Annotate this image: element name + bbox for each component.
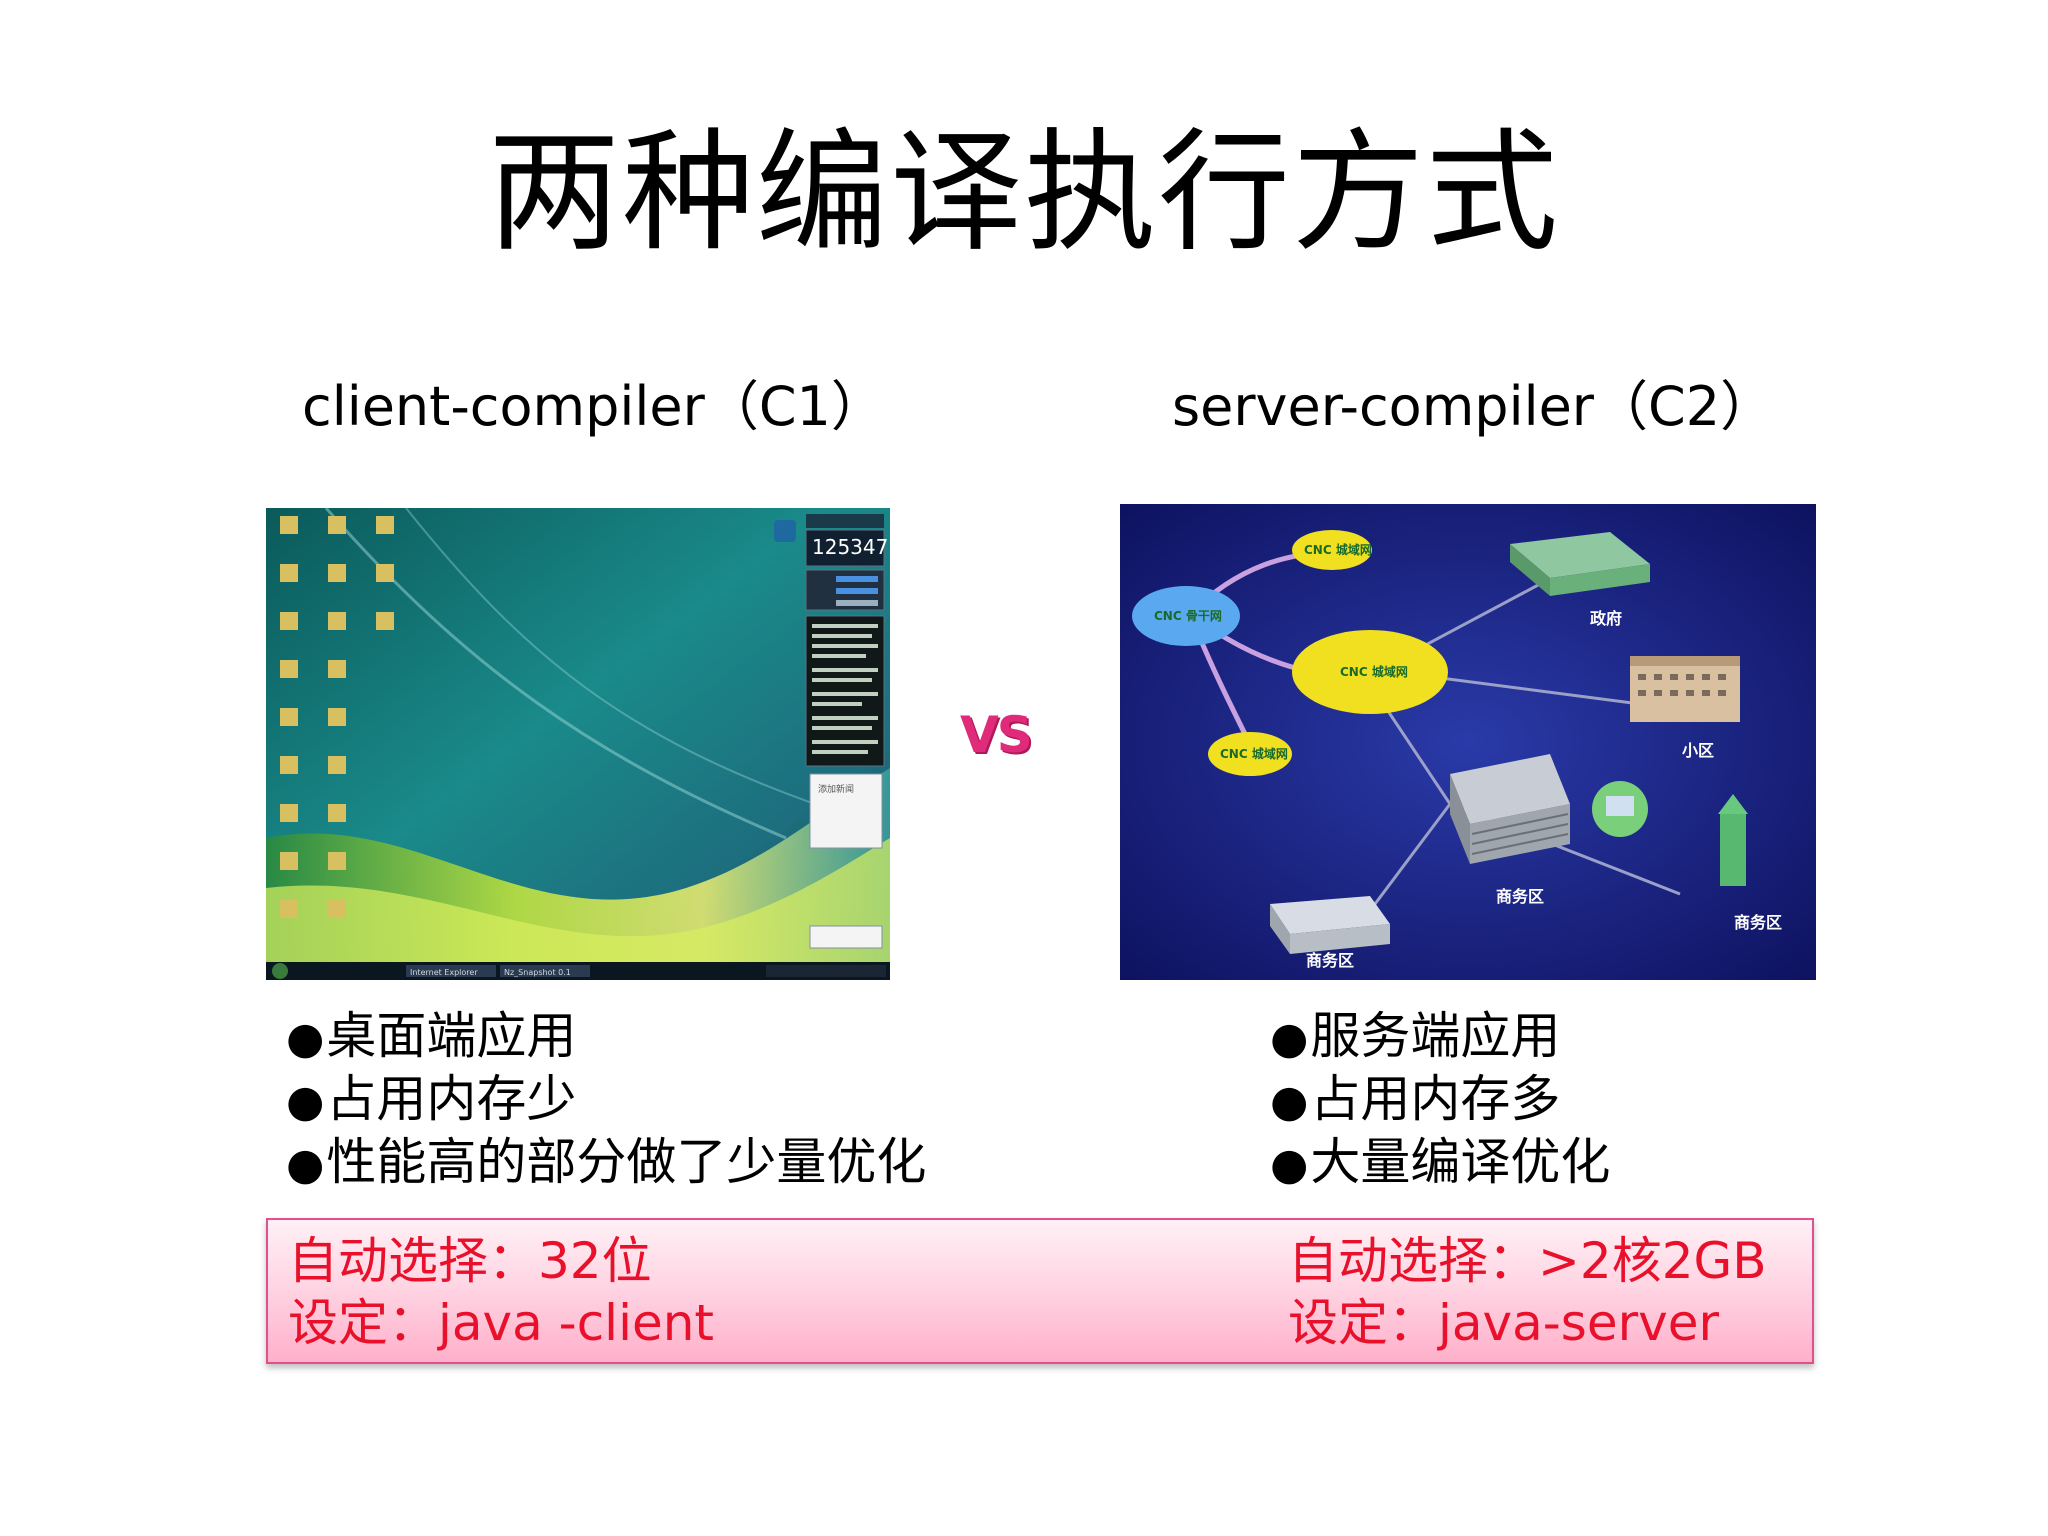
sidebar-note-text: 添加新闻 <box>818 783 854 795</box>
bullet-dot: ● <box>1270 1139 1309 1190</box>
clock-readout: 125347 <box>812 535 888 559</box>
bullet-text: 占用内存少 <box>326 1070 577 1128</box>
label-business-3: 商务区 <box>1306 951 1354 970</box>
cloud-bottom: CNC 城域网 <box>1208 732 1292 776</box>
bullet-text: 占用内存多 <box>1310 1070 1561 1128</box>
mall-building-icon <box>1270 896 1390 954</box>
office-building-icon <box>1450 754 1570 864</box>
list-item: ●桌面端应用 <box>286 1006 926 1069</box>
list-item: ●服务端应用 <box>1270 1006 1610 1069</box>
tower-building-icon <box>1718 794 1748 886</box>
client-bullet-list: ●桌面端应用 ●占用内存少 ●性能高的部分做了少量优化 <box>286 1006 926 1195</box>
client-setting-flag: 设定：java -client <box>288 1294 715 1352</box>
residential-building-icon <box>1630 656 1740 722</box>
taskbar-item-snapshot: Nz_Snapshot 0.1 <box>504 968 571 977</box>
cloud-top-label: CNC 城域网 <box>1304 542 1372 557</box>
client-compiler-heading: client-compiler（C1） <box>302 375 885 438</box>
cloud-main-label: CNC 城域网 <box>1340 664 1408 679</box>
client-settings: 自动选择：32位 设定：java -client <box>288 1230 714 1354</box>
bullet-dot: ● <box>1270 1013 1309 1064</box>
label-business-1: 商务区 <box>1496 887 1544 906</box>
bullet-dot: ● <box>286 1076 325 1127</box>
label-residential: 小区 <box>1682 741 1714 760</box>
server-setting-flag: 设定：java-server <box>1288 1294 1720 1352</box>
client-auto-select: 自动选择：32位 <box>288 1232 652 1290</box>
bullet-text: 性能高的部分做了少量优化 <box>326 1133 927 1191</box>
desktop-illustration: 125347 添加新闻 Internet Explorer Nz_Snapsho… <box>266 508 890 980</box>
bullet-dot: ● <box>1270 1076 1309 1127</box>
vs-label: VS <box>960 706 1033 764</box>
list-item: ●占用内存多 <box>1270 1069 1610 1132</box>
cloud-bottom-label: CNC 城域网 <box>1220 746 1288 761</box>
server-bullet-list: ●服务端应用 ●占用内存多 ●大量编译优化 <box>1270 1006 1610 1195</box>
slide-title: 两种编译执行方式 <box>488 116 1560 270</box>
bullet-text: 大量编译优化 <box>1310 1133 1611 1191</box>
cloud-main: CNC 城域网 <box>1292 630 1448 714</box>
label-business-2: 商务区 <box>1734 913 1782 932</box>
list-item: ●大量编译优化 <box>1270 1132 1610 1195</box>
gov-building-icon <box>1510 532 1650 596</box>
cloud-backbone: CNC 骨干网 <box>1132 586 1240 646</box>
network-illustration: CNC 城域网 CNC 骨干网 CNC 城域网 CNC 城域网 <box>1120 504 1816 980</box>
server-auto-select: 自动选择：>2核2GB <box>1288 1232 1767 1290</box>
summary-box: 自动选择：32位 设定：java -client 自动选择：>2核2GB 设定：… <box>266 1218 1814 1364</box>
server-compiler-heading: server-compiler（C2） <box>1172 375 1775 438</box>
bullet-dot: ● <box>286 1139 325 1190</box>
taskbar-item-ie: Internet Explorer <box>410 968 478 977</box>
list-item: ●性能高的部分做了少量优化 <box>286 1132 926 1195</box>
bullet-text: 桌面端应用 <box>326 1007 577 1065</box>
cloud-top: CNC 城域网 <box>1292 530 1372 570</box>
cloud-backbone-label: CNC 骨干网 <box>1154 609 1222 623</box>
network-screenshot: CNC 城域网 CNC 骨干网 CNC 城域网 CNC 城域网 <box>1120 504 1816 980</box>
list-item: ●占用内存少 <box>286 1069 926 1132</box>
bullet-text: 服务端应用 <box>1310 1007 1561 1065</box>
desktop-screenshot: 125347 添加新闻 Internet Explorer Nz_Snapsho… <box>266 508 890 980</box>
computer-icon <box>1592 781 1648 837</box>
label-government: 政府 <box>1590 609 1622 628</box>
server-settings: 自动选择：>2核2GB 设定：java-server <box>1288 1230 1767 1354</box>
bullet-dot: ● <box>286 1013 325 1064</box>
